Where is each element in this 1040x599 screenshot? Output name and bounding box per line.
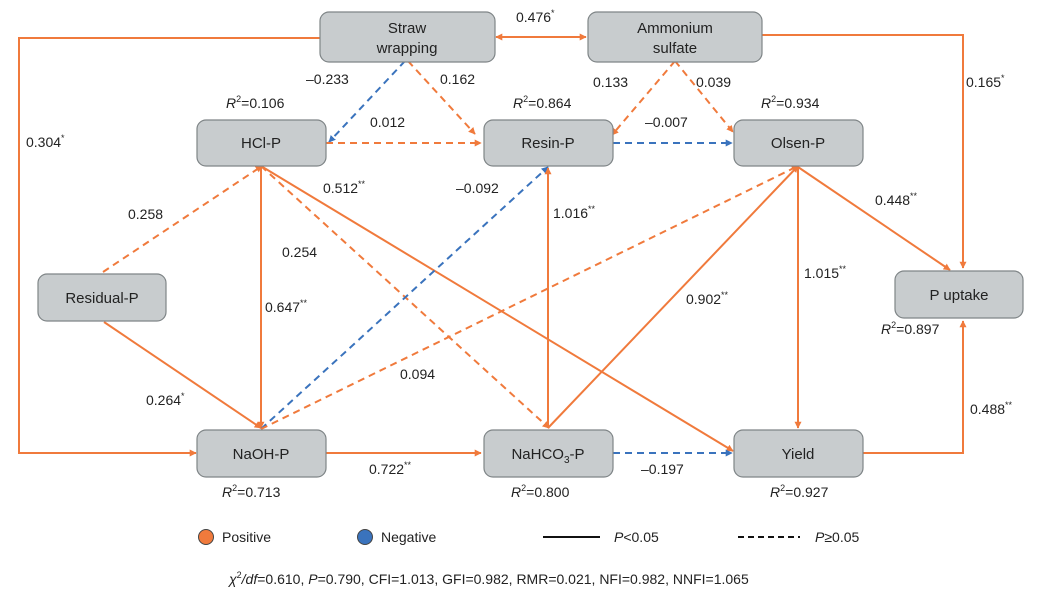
coef-straw-ammonium: 0.476* xyxy=(516,8,555,25)
edge-nahco3-olsen xyxy=(547,165,799,429)
legend-dashed-label: P≥0.05 xyxy=(815,529,859,545)
legend-positive-label: Positive xyxy=(222,529,271,545)
legend-positive-swatch xyxy=(198,529,214,545)
r2-naoh: R2=0.713 xyxy=(222,483,281,500)
coef-residual-hcl: 0.258 xyxy=(128,206,163,222)
node-straw-line2: wrapping xyxy=(376,40,438,57)
model-fit-statistics: χ2/df=0.610, P=0.790, CFI=1.013, GFI=0.9… xyxy=(227,570,749,587)
coef-naoh-olsen: 0.094 xyxy=(400,366,435,382)
node-hcl-label: HCl-P xyxy=(241,135,281,152)
edge-residual-hcl xyxy=(102,165,263,273)
node-puptake-label: P uptake xyxy=(930,287,989,304)
edge-straw-naoh xyxy=(18,37,320,457)
coef-hcl-nahco3: 0.254 xyxy=(282,244,317,260)
coef-nahco3-olsen: 0.902** xyxy=(686,290,729,307)
r2-hcl: R2=0.106 xyxy=(226,94,285,111)
edge-ammonium-resin xyxy=(611,60,676,136)
node-resin-p: Resin-P xyxy=(483,119,614,167)
node-straw-wrapping: Straw wrapping xyxy=(319,11,496,63)
edge-straw-resin xyxy=(407,60,476,135)
edge-naoh-resin xyxy=(260,166,549,430)
legend-negative-label: Negative xyxy=(381,529,436,545)
coef-yield-puptake: 0.488** xyxy=(970,400,1013,417)
legend: Positive Negative P<0.05 P≥0.05 xyxy=(198,529,859,545)
r2-nahco3: R2=0.800 xyxy=(511,483,570,500)
edge-ammonium-olsen xyxy=(674,60,734,133)
coefficient-labels: 0.476* –0.233 0.162 0.133 0.039 0.165* 0… xyxy=(26,8,1013,477)
node-nahco3-label: NaHCO3-P xyxy=(511,446,584,466)
edge-hcl-yield xyxy=(260,165,734,452)
coef-nahco3-resin: 1.016** xyxy=(553,204,596,221)
node-hcl-p: HCl-P xyxy=(196,119,327,167)
node-ammonium-line2: sulfate xyxy=(653,40,697,57)
r2-olsen: R2=0.934 xyxy=(761,94,820,111)
r2-puptake: R2=0.897 xyxy=(881,320,940,337)
edge-residual-naoh xyxy=(103,321,262,429)
node-olsen-label: Olsen-P xyxy=(771,135,825,152)
edges xyxy=(18,33,967,457)
node-olsen-p: Olsen-P xyxy=(733,119,864,167)
coef-ammonium-olsen: 0.039 xyxy=(696,74,731,90)
coef-hcl-resin: 0.012 xyxy=(370,114,405,130)
r2-labels: R2=0.106 R2=0.864 R2=0.934 R2=0.897 R2=0… xyxy=(222,94,940,500)
coef-hcl-yield: 0.512** xyxy=(323,179,366,196)
coef-naoh-nahco3: 0.722** xyxy=(369,460,412,477)
coef-naoh-resin: –0.092 xyxy=(456,180,499,196)
coef-resin-olsen: –0.007 xyxy=(645,114,688,130)
coef-straw-resin: 0.162 xyxy=(440,71,475,87)
coef-ammonium-puptake: 0.165* xyxy=(966,73,1005,90)
node-nahco3-p: NaHCO3-P xyxy=(483,429,614,478)
legend-negative-swatch xyxy=(357,529,373,545)
node-yield: Yield xyxy=(733,429,864,478)
edge-ammonium-puptake xyxy=(762,34,967,269)
node-resin-label: Resin-P xyxy=(521,135,574,152)
node-ammonium-sulfate: Ammonium sulfate xyxy=(587,11,763,63)
coef-straw-hcl: –0.233 xyxy=(306,71,349,87)
node-residual-label: Residual-P xyxy=(65,290,138,307)
coef-olsen-puptake: 0.448** xyxy=(875,191,918,208)
edge-straw-hcl xyxy=(328,60,406,143)
node-p-uptake: P uptake xyxy=(894,270,1024,319)
edge-yield-puptake xyxy=(862,320,967,454)
node-yield-label: Yield xyxy=(782,446,815,463)
node-residual-p: Residual-P xyxy=(37,273,167,322)
r2-yield: R2=0.927 xyxy=(770,483,829,500)
node-straw-line1: Straw xyxy=(388,20,427,37)
legend-solid-label: P<0.05 xyxy=(614,529,659,545)
r2-resin: R2=0.864 xyxy=(513,94,572,111)
coef-olsen-yield: 1.015** xyxy=(804,264,847,281)
coef-residual-naoh: 0.264* xyxy=(146,391,185,408)
node-ammonium-line1: Ammonium xyxy=(637,20,713,37)
edge-naoh-olsen xyxy=(260,165,799,430)
coef-nahco3-yield: –0.197 xyxy=(641,461,684,477)
coef-straw-naoh: 0.304* xyxy=(26,133,65,150)
node-naoh-p: NaOH-P xyxy=(196,429,327,478)
coef-hcl-naoh: 0.647** xyxy=(265,298,308,315)
coef-ammonium-resin: 0.133 xyxy=(593,74,628,90)
node-naoh-label: NaOH-P xyxy=(233,446,290,463)
edge-olsen-puptake xyxy=(797,166,951,271)
